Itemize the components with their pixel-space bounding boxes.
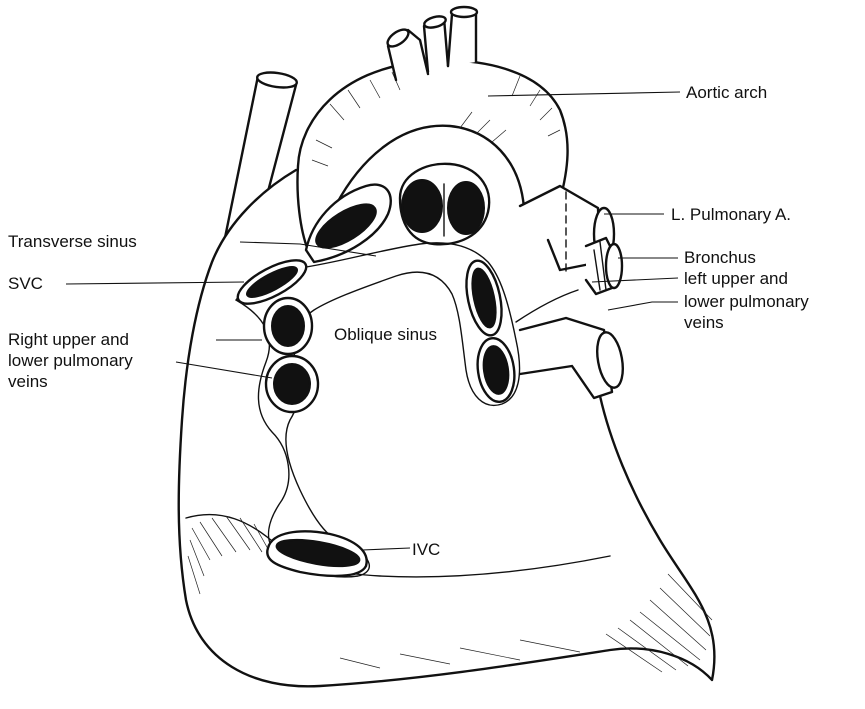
label-svc: SVC (8, 274, 43, 293)
label-bronchus: Bronchus (684, 248, 756, 267)
heart-outline (179, 170, 715, 686)
label-l-pulmonary-artery: L. Pulmonary A. (671, 205, 791, 224)
label-transverse-sinus: Transverse sinus (8, 232, 137, 251)
label-oblique-sinus: Oblique sinus (334, 325, 437, 344)
label-right-pulmonary-veins-line2: lower pulmonary (8, 351, 133, 370)
label-left-pulmonary-veins-line3: veins (684, 313, 724, 332)
label-left-pulmonary-veins-line2: lower pulmonary (684, 292, 809, 311)
bronchus (586, 238, 622, 294)
label-ivc: IVC (412, 540, 440, 559)
label-right-pulmonary-veins-line3: veins (8, 372, 48, 391)
label-aortic-arch: Aortic arch (686, 83, 767, 102)
label-left-pulmonary-veins-line1: left upper and (684, 269, 788, 288)
label-right-pulmonary-veins-line1: Right upper and (8, 330, 129, 349)
